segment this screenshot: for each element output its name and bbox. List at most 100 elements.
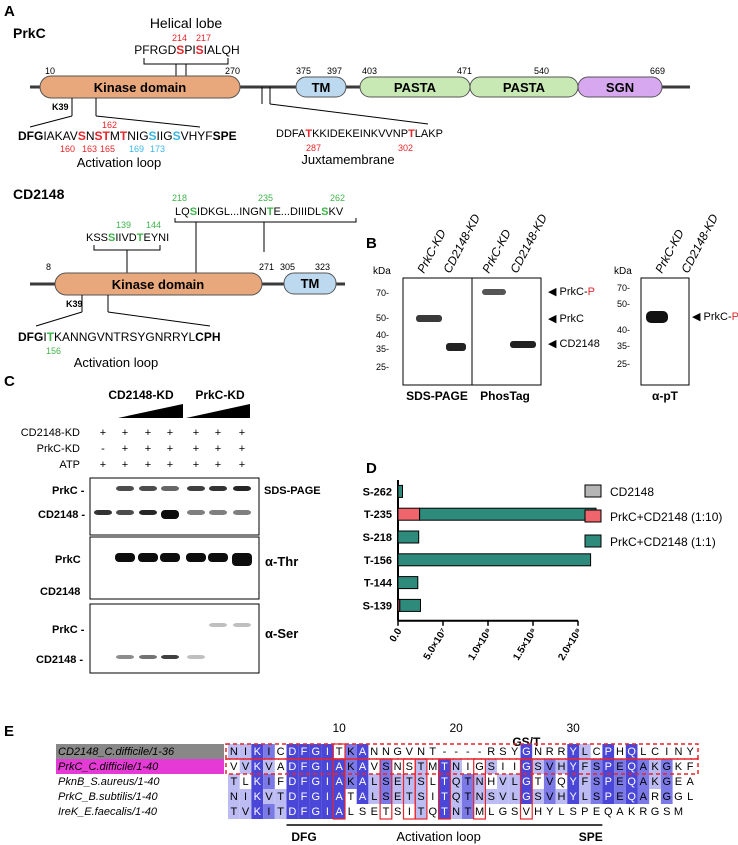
alignment-residue: L [582,791,588,803]
alignment-row-name: IreK_E.faecalis/1-40 [58,806,158,818]
blot1-cd2148: CD2148 - [38,509,85,521]
alignment-residue: K [651,761,659,773]
alignment-residue: - [443,746,447,758]
cd2148-gradient-wedge [118,404,183,418]
alignment-cell-shade [263,804,275,819]
alignment-cell-shade [309,774,322,789]
alignment-cell-shade [660,774,673,789]
alignment-residue: G [662,791,671,803]
alignment-residue: N [452,806,460,818]
alignment-cell-shade [520,759,533,774]
alignment-residue: G [311,776,320,788]
helical-res-217: 217 [196,33,211,43]
alignment-residue: - [454,746,458,758]
svg-text:35-: 35- [617,341,630,351]
alignment-residue: I [431,791,434,803]
alignment-residue: Y [569,776,577,788]
prkc-pos-669: 669 [650,66,665,76]
blot-band [116,655,134,659]
cd2148-activation-loop-label: Activation loop [74,355,159,370]
alignment-cell-shade [239,759,252,774]
alignment-cell-shade [637,759,650,774]
gel-kda-label: kDa [373,266,391,277]
alignment-residue: S [534,761,541,773]
gel3-anti-pt [640,277,690,386]
alignment-ruler-label: 30 [566,721,580,735]
activation-loop-footer: Activation loop [396,829,481,844]
alignment-residue: D [288,746,296,758]
panel-c-label: C [4,373,15,390]
blot-band [116,510,134,515]
prkc-tm-domain [295,76,347,98]
alignment-cell-shade [450,759,462,774]
alignment-residue: E [616,761,623,773]
cd2148-title: CD2148 [13,186,65,202]
alignment-residue: V [230,761,238,773]
alignment-residue: S [488,761,495,773]
alignment-cell-shade [286,759,299,774]
alignment-row-name: PrkC_B.subtilis/1-40 [58,791,159,803]
alignment-ruler-label: 10 [332,721,346,735]
alignment-row-name: CD2148_C.difficile/1-36 [58,746,175,758]
condition-cell: + [145,443,151,455]
prkc-row-outline [225,758,699,775]
alignment-cell-shade [579,759,591,774]
blot-band [187,486,205,491]
alignment-residue: N [394,761,402,773]
prkc-kinase-label: Kinase domain [94,80,187,95]
alignment-residue: T [406,791,413,803]
alignment-cell-shade [286,744,299,759]
alignment-cell-shade [590,759,603,774]
alignment-cell-shade [321,744,334,759]
alignment-cell-shade [614,759,626,774]
alignment-cell-shade [602,744,615,759]
gel3-title: α-pT [652,389,679,403]
alignment-residue: K [347,761,355,773]
panel-b-label: B [366,235,377,252]
prkc-kinase-domain [39,75,241,99]
alignment-residue: E [616,791,623,803]
alignment-residue: Q [557,776,566,788]
alignment-residue: V [499,776,507,788]
alignment-residue: T [383,806,390,818]
alignment-residue: M [475,806,484,818]
alignment-residue: T [441,761,448,773]
alignment-residue: T [406,776,413,788]
alignment-residue: E [675,776,682,788]
alignment-residue: I [513,761,516,773]
gel-annot-prkc: ◀ PrkC [548,313,584,325]
alignment-cell-shade [380,759,392,774]
alignment-cell-shade [462,789,474,804]
alignment-residue: G [522,791,531,803]
blot-band [161,655,179,659]
alignment-residue: N [452,761,460,773]
alignment-cell-shade [415,774,427,789]
alignment-cell-shade [485,759,498,774]
alignment-row-name: PknB_S.aureus/1-40 [58,776,160,788]
blot-band [115,553,135,562]
alignment-residue: F [301,746,308,758]
alignment-residue: G [311,791,320,803]
alignment-cell-shade [532,759,544,774]
alignment-residue: N [417,746,425,758]
cd2148-res-139: 139 [116,220,131,230]
alignment-name-highlight [56,759,224,774]
blot-band [209,486,227,491]
alignment-residue: T [464,791,471,803]
alignment-residue: G [522,776,531,788]
alignment-residue: E [616,776,623,788]
alignment-residue: G [522,761,531,773]
alignment-cell-shade [520,789,533,804]
blot-ser-bands [116,623,251,659]
alignment-cell-shade [298,759,310,774]
alignment-residue: D [288,776,296,788]
alignment-residue: P [605,746,612,758]
alignment-residue: L [512,776,518,788]
y-tick-label: S-218 [363,532,392,544]
condition-cell: + [193,443,199,455]
legend-label: CD2148 [610,485,654,499]
condition-cell: + [239,443,245,455]
phosphosite-box [379,758,393,820]
alignment-residue: G [522,746,531,758]
alignment-residue: T [441,806,448,818]
